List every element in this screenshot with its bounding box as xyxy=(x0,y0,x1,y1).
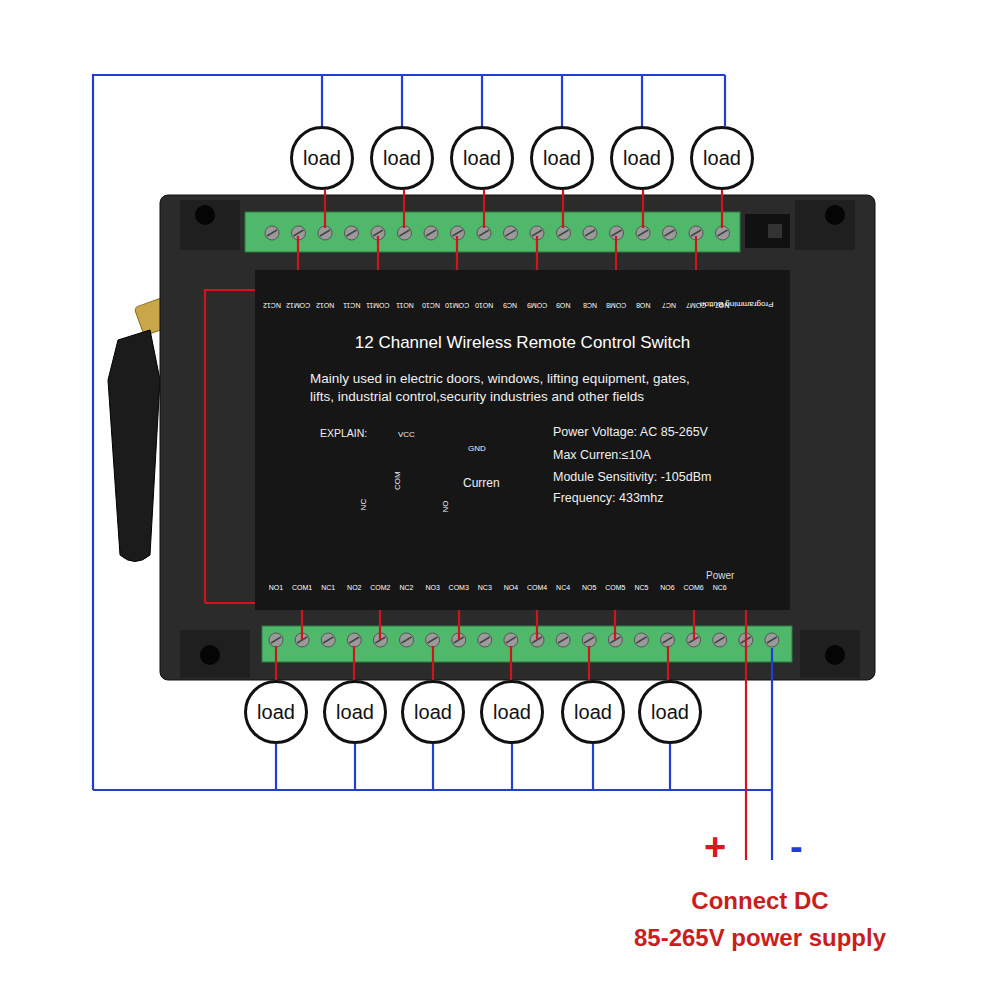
load-circle: load xyxy=(530,126,594,190)
terminal-name: NC10 xyxy=(422,301,440,309)
pin-name: NO xyxy=(441,501,450,513)
terminal-name: COM1 xyxy=(292,584,312,592)
load-text: load xyxy=(303,147,341,170)
terminal-name: NC1 xyxy=(321,584,335,592)
terminal-name: COM8 xyxy=(606,301,626,309)
load-circle: load xyxy=(244,680,308,744)
load-circle: load xyxy=(690,126,754,190)
explain-label: EXPLAIN: xyxy=(320,427,367,439)
load-text: load xyxy=(336,701,374,724)
terminal-name: NO8 xyxy=(636,301,650,309)
terminal-name: NC3 xyxy=(478,584,492,592)
load-circle: load xyxy=(401,680,465,744)
load-circle: load xyxy=(450,126,514,190)
load-text: load xyxy=(493,701,531,724)
terminal-name: NC8 xyxy=(583,301,597,309)
terminal-name: NO1 xyxy=(269,584,283,592)
terminal-name: NC12 xyxy=(263,301,281,309)
load-text: load xyxy=(574,701,612,724)
terminal-name: NO2 xyxy=(347,584,361,592)
description: Mainly used in electric doors, windows, … xyxy=(310,370,692,405)
load-text: load xyxy=(414,701,452,724)
terminal-name: NO6 xyxy=(660,584,674,592)
terminal-name: NO4 xyxy=(504,584,518,592)
load-text: load xyxy=(703,147,741,170)
symbol-label: Curren xyxy=(463,477,500,491)
terminal-name: NC5 xyxy=(634,584,648,592)
terminal-name: NO11 xyxy=(396,301,414,309)
terminal-name: COM2 xyxy=(370,584,390,592)
terminal-name: COM9 xyxy=(527,301,547,309)
terminal-name: NC4 xyxy=(556,584,570,592)
load-circle: load xyxy=(370,126,434,190)
supply-note: 85-265V power supply xyxy=(634,924,886,952)
label-panel: 12 Channel Wireless Remote Control Switc… xyxy=(255,270,790,610)
terminal-name: COM5 xyxy=(605,584,625,592)
load-circle: load xyxy=(638,680,702,744)
terminal-name: COM11 xyxy=(366,301,390,309)
supply-note: Connect DC xyxy=(691,887,828,915)
spec-line: Power Voltage: AC 85-265V xyxy=(553,424,708,440)
terminal-name: COM10 xyxy=(445,301,469,309)
load-circle: load xyxy=(610,126,674,190)
power-label: Power xyxy=(706,570,734,582)
panel-title: 12 Channel Wireless Remote Control Switc… xyxy=(255,332,790,354)
load-text: load xyxy=(383,147,421,170)
terminal-name: COM4 xyxy=(527,584,547,592)
pin-name: NC xyxy=(359,499,368,511)
terminal-name: NO3 xyxy=(425,584,439,592)
terminal-name: NC11 xyxy=(343,301,360,309)
polarity-sign: + xyxy=(704,826,726,870)
terminal-name: NC2 xyxy=(399,584,413,592)
load-circle: load xyxy=(480,680,544,744)
pin-name: VCC xyxy=(398,430,415,439)
load-circle: load xyxy=(323,680,387,744)
load-text: load xyxy=(463,147,501,170)
pin-name: GND xyxy=(468,444,486,453)
spec-line: Frequency: 433mhz xyxy=(553,490,663,506)
spec-line: Max Curren:≤10A xyxy=(553,447,651,463)
terminal-name: COM12 xyxy=(286,301,310,309)
load-circle: load xyxy=(561,680,625,744)
terminal-name: NO12 xyxy=(316,301,334,309)
pin-name: COM xyxy=(393,471,402,490)
terminal-name: COM6 xyxy=(683,584,703,592)
terminal-name: NO9 xyxy=(556,301,570,309)
polarity-sign: - xyxy=(790,826,803,870)
load-text: load xyxy=(623,147,661,170)
terminal-name: NC6 xyxy=(713,584,727,592)
button-label: Programming Button xyxy=(700,300,773,309)
terminal-name: NO10 xyxy=(475,301,493,309)
load-text: load xyxy=(257,701,295,724)
terminal-name: NC9 xyxy=(503,301,517,309)
terminal-name: NO5 xyxy=(582,584,596,592)
load-circle: load xyxy=(290,126,354,190)
spec-line: Module Sensitivity: -105dBm xyxy=(553,469,711,485)
load-text: load xyxy=(651,701,689,724)
terminal-name: COM3 xyxy=(449,584,469,592)
load-text: load xyxy=(543,147,581,170)
terminal-name: NC7 xyxy=(662,301,676,309)
